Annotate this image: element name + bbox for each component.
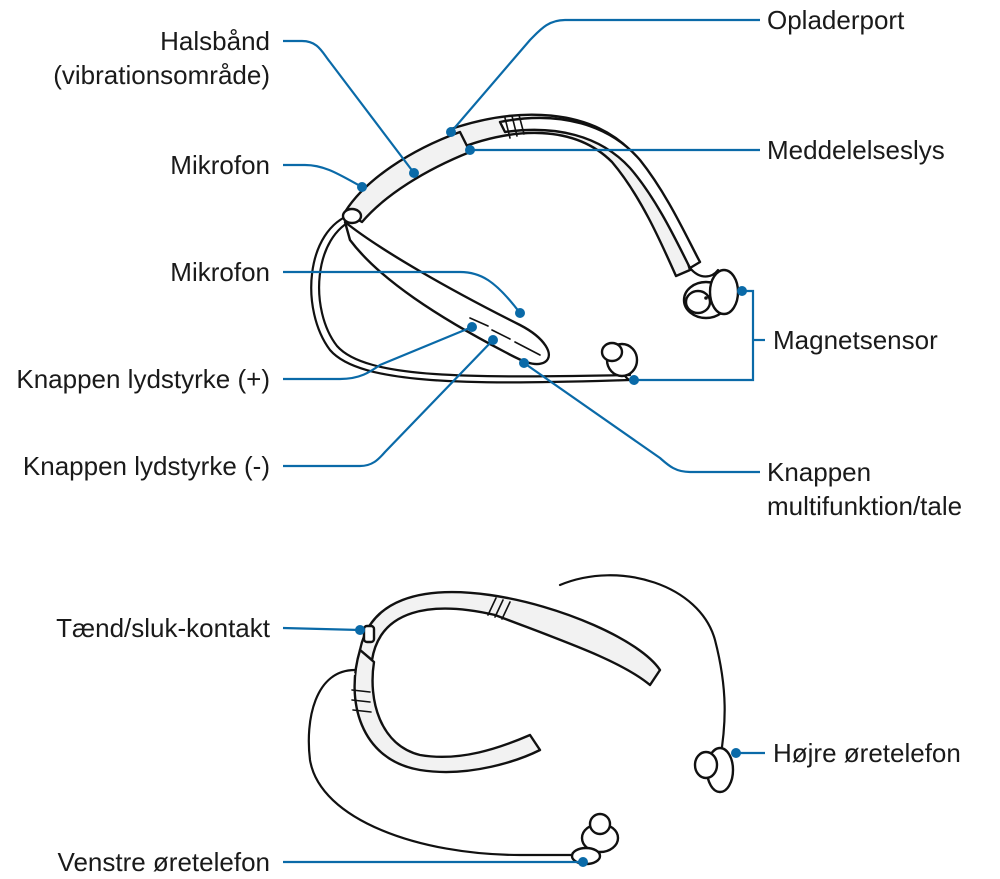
meddelelseslys-dot xyxy=(465,145,475,155)
label-multi-line1: Knappen xyxy=(767,457,871,487)
right-earbud-top xyxy=(682,268,740,320)
multi-dot xyxy=(519,358,529,368)
label-mikrofon-mid: Mikrofon xyxy=(170,257,270,287)
labels: Halsbånd (vibrationsområde) Mikrofon Mik… xyxy=(16,5,962,877)
label-opladerport: Opladerport xyxy=(767,5,905,35)
halsbaand-dot xyxy=(409,168,419,178)
right-earbud-bottom xyxy=(693,746,735,794)
leader-lines xyxy=(282,18,765,867)
magnet-left-dot xyxy=(629,375,639,385)
mikrofon-mid-dot xyxy=(515,308,525,318)
left-earbud-bottom xyxy=(570,812,620,866)
label-multi-line2: multifunktion/tale xyxy=(767,491,962,521)
left-earbud-top xyxy=(600,341,639,383)
label-power: Tænd/sluk-kontakt xyxy=(56,613,271,643)
mikrofon-top-dot xyxy=(357,182,367,192)
headset-back-view xyxy=(307,574,735,866)
label-magnetsensor: Magnetsensor xyxy=(773,325,938,355)
label-vol-up: Knappen lydstyrke (+) xyxy=(16,364,270,394)
magnet-right-dot xyxy=(737,286,747,296)
vol-up-dot xyxy=(467,322,477,332)
label-vol-down: Knappen lydstyrke (-) xyxy=(23,451,270,481)
label-left-earbud: Venstre øretelefon xyxy=(58,847,270,877)
headset-front-view xyxy=(310,113,740,384)
power-dot xyxy=(355,625,365,635)
opladerport-dot xyxy=(446,127,456,137)
vol-down-dot xyxy=(488,335,498,345)
label-mikrofon-top: Mikrofon xyxy=(170,150,270,180)
right-earbud-dot xyxy=(731,748,741,758)
label-right-earbud: Højre øretelefon xyxy=(773,738,961,768)
label-halsbaand-line1: Halsbånd xyxy=(160,26,270,56)
left-earbud-dot xyxy=(578,857,588,867)
label-halsbaand-line2: (vibrationsområde) xyxy=(53,60,270,90)
label-meddelelseslys: Meddelelseslys xyxy=(767,135,945,165)
